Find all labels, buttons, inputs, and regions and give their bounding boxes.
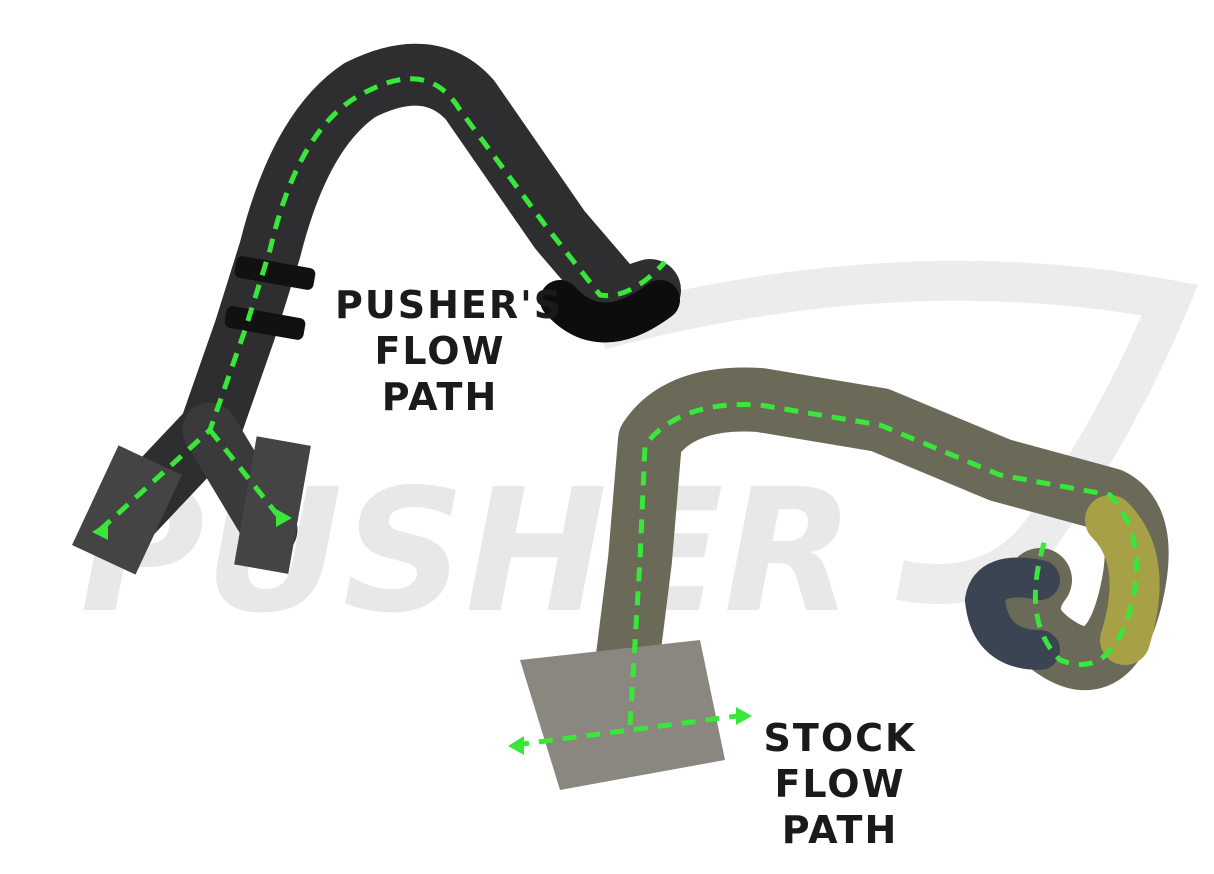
arrow-left-icon: [508, 736, 524, 755]
flange: [520, 640, 725, 790]
stock-pipe: [514, 367, 1169, 790]
arrow-right-icon: [736, 707, 752, 725]
label-line: PATH: [381, 375, 499, 419]
watermark-text: PUSHER: [80, 453, 854, 651]
label-line: STOCK: [763, 716, 917, 760]
label-line: FLOW: [374, 329, 506, 373]
clamp: [224, 306, 306, 340]
label-line: PUSHER'S: [335, 283, 564, 327]
pusher-flow-path-label: PUSHER'S FLOW PATH: [335, 282, 564, 420]
arrow-right-icon: [276, 509, 292, 527]
clamp: [234, 256, 316, 290]
flow-arrows: [92, 509, 752, 755]
label-line: PATH: [781, 808, 899, 852]
label-line: FLOW: [774, 762, 906, 806]
arrow-left-icon: [92, 522, 108, 540]
stock-flow-path-label: STOCK FLOW PATH: [760, 715, 920, 853]
pusher-pipe: [72, 43, 681, 575]
